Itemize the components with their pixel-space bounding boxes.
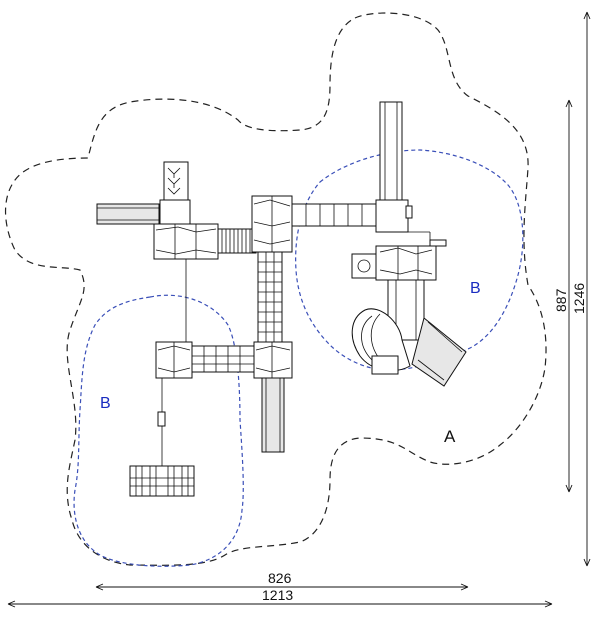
dimension-equipment-depth: 887 (553, 99, 573, 493)
side-panel-right (351, 253, 377, 279)
fall-zone-b-left-boundary (73, 294, 244, 567)
climbing-net-middle (257, 251, 283, 343)
svg-text:887: 887 (553, 288, 569, 312)
slide-right (411, 317, 467, 387)
zone-b-label-right: B (470, 280, 481, 297)
fall-zone-b-right-boundary (295, 149, 524, 371)
dimension-overall-width: 1213 (7, 587, 553, 608)
svg-text:1213: 1213 (262, 587, 293, 603)
platform-left-upper (153, 223, 219, 260)
tube-upper (379, 101, 403, 205)
bench-climber (129, 465, 195, 497)
chain-bridge-upper (291, 203, 381, 227)
svg-text:826: 826 (268, 570, 292, 586)
svg-text:1246: 1246 (571, 283, 587, 314)
play-structure (96, 101, 467, 497)
zone-b-label-left: B (100, 395, 111, 412)
tower-right (375, 199, 409, 233)
use-zone-a-boundary (4, 12, 547, 566)
slide-bottom (261, 377, 285, 453)
net-climber-top (163, 161, 189, 201)
dimension-equipment-width: 826 (95, 570, 469, 591)
dimension-overall-depth: 1246 (571, 11, 591, 567)
tower-cap-left (159, 199, 191, 225)
slide-left (96, 203, 160, 225)
net-bridge-lower (191, 345, 255, 373)
platform-middle-lower (253, 341, 293, 379)
spiral-slide (351, 308, 411, 375)
zone-a-label: A (444, 427, 456, 446)
